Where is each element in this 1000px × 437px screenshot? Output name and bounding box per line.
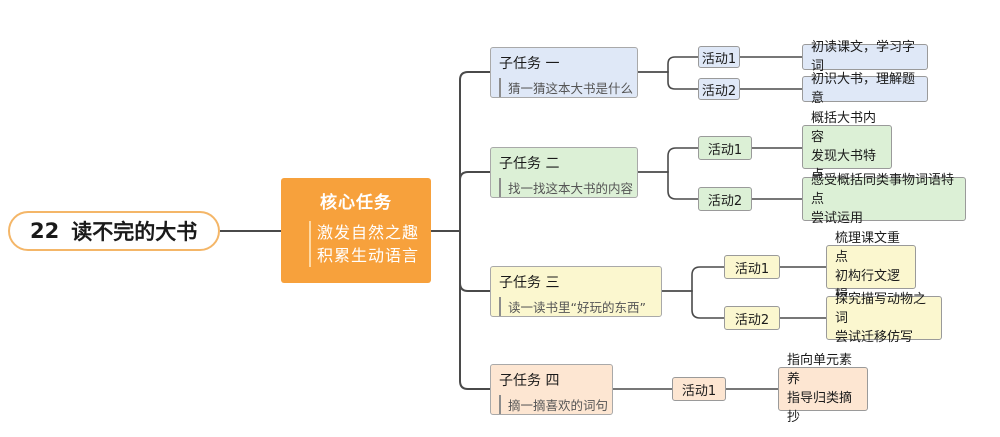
detail-line: 指导归类摘抄 — [787, 391, 853, 425]
subtask-1-activity-2-detail[interactable]: 初识大书，理解题意 — [802, 72, 928, 106]
detail-line: 尝试迁移仿写 — [835, 329, 914, 345]
subtask-1-node[interactable]: 子任务 一 猜一猜这本大书是什么 — [490, 47, 638, 98]
detail-line: 梳理课文重点 — [835, 231, 901, 265]
subtask-4-activity-1[interactable]: 活动1 — [672, 377, 726, 401]
subtask-4-node[interactable]: 子任务 四 摘一摘喜欢的词句 — [490, 364, 613, 415]
core-goal-line: 激发自然之趣 — [317, 223, 420, 242]
subtask-1-activity-1[interactable]: 活动1 — [698, 46, 740, 68]
detail-line: 初读课文，学习字词 — [811, 40, 916, 74]
subtask-subtitle: 读一读书里“好玩的东西” — [499, 297, 653, 316]
subtask-4-activity-1-detail[interactable]: 指向单元素养 指导归类摘抄 — [778, 353, 868, 425]
subtask-3-activity-2-detail[interactable]: 探究描写动物之词 尝试迁移仿写 — [826, 292, 942, 345]
detail-line: 感受概括同类事物词语特点 — [811, 172, 955, 207]
lesson-number: 22 — [30, 219, 60, 243]
subtask-subtitle: 摘一摘喜欢的词句 — [499, 395, 608, 414]
subtask-title: 子任务 二 — [499, 156, 560, 172]
subtask-3-node[interactable]: 子任务 三 读一读书里“好玩的东西” — [490, 266, 662, 317]
detail-line: 探究描写动物之词 — [835, 291, 927, 326]
root-node[interactable]: 22 读不完的大书 — [8, 211, 220, 251]
detail-line: 初识大书，理解题意 — [811, 72, 916, 106]
subtask-2-activity-2[interactable]: 活动2 — [698, 187, 752, 211]
connector-task2-act2 — [638, 171, 698, 200]
connector-task3-act1 — [662, 266, 724, 292]
subtask-3-activity-2[interactable]: 活动2 — [724, 306, 780, 330]
connector-task1-act2 — [638, 71, 698, 90]
detail-line: 指向单元素养 — [787, 353, 853, 387]
subtask-3-activity-1[interactable]: 活动1 — [724, 255, 780, 279]
core-task-goals: 激发自然之趣 积累生动语言 — [309, 221, 431, 267]
subtask-title: 子任务 三 — [499, 275, 560, 291]
subtask-2-node[interactable]: 子任务 二 找一找这本大书的内容 — [490, 147, 638, 198]
core-task-node[interactable]: 核心任务 激发自然之趣 积累生动语言 — [281, 178, 431, 283]
subtask-3-activity-1-detail[interactable]: 梳理课文重点 初构行文逻辑 — [826, 231, 916, 303]
subtask-title: 子任务 一 — [499, 56, 560, 72]
subtask-2-activity-2-detail[interactable]: 感受概括同类事物词语特点 尝试运用 — [802, 173, 966, 226]
connector-task3-act2 — [662, 290, 724, 319]
detail-line: 尝试运用 — [811, 210, 864, 226]
subtask-2-activity-1[interactable]: 活动1 — [698, 136, 752, 160]
core-goal-line: 积累生动语言 — [317, 246, 420, 265]
connector-core-task-2 — [431, 171, 490, 232]
subtask-2-activity-1-detail[interactable]: 概括大书内容 发现大书特点 — [802, 111, 892, 183]
subtask-title: 子任务 四 — [499, 373, 560, 389]
core-task-title: 核心任务 — [320, 193, 392, 213]
connector-core-task-1 — [431, 71, 490, 232]
lesson-title: 读不完的大书 — [71, 220, 198, 244]
connector-task1-act1 — [638, 56, 698, 73]
subtask-subtitle: 找一找这本大书的内容 — [499, 178, 633, 197]
connector-task2-act1 — [638, 147, 698, 173]
subtask-1-activity-1-detail[interactable]: 初读课文，学习字词 — [802, 40, 928, 74]
connector-core-task-4 — [431, 230, 490, 390]
subtask-1-activity-2[interactable]: 活动2 — [698, 78, 740, 100]
subtask-subtitle: 猜一猜这本大书是什么 — [499, 78, 633, 97]
detail-line: 概括大书内容 — [811, 111, 877, 145]
